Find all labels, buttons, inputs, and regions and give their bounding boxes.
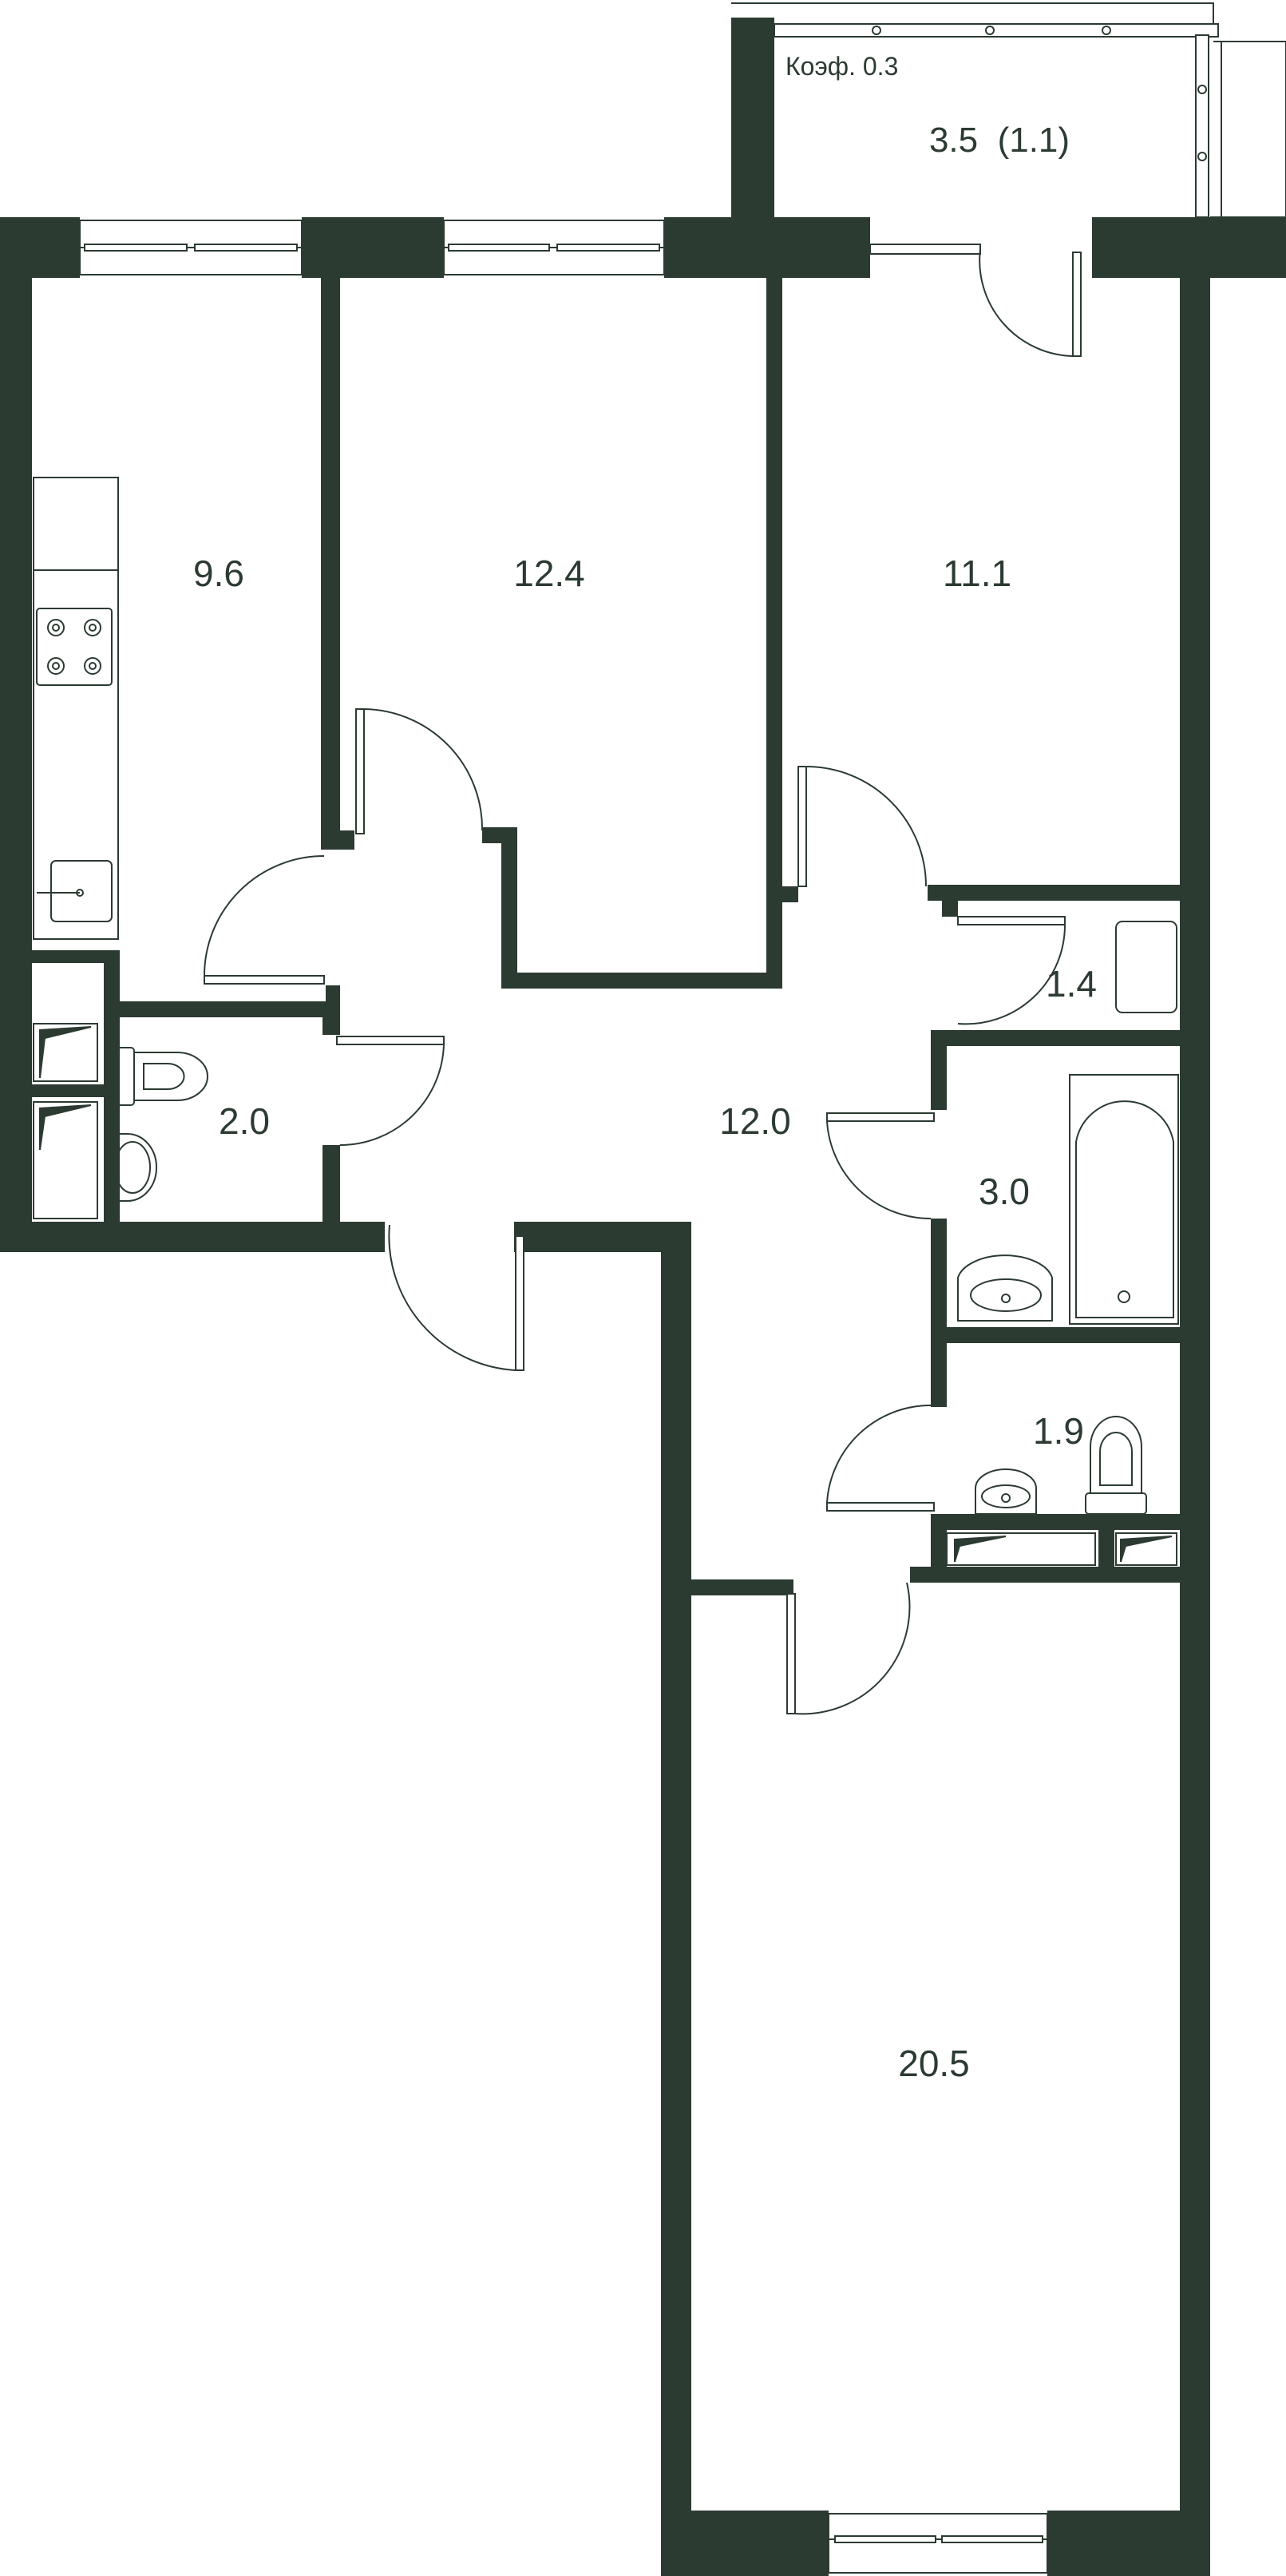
- room-area-bathroom: 3.0: [979, 1171, 1030, 1212]
- wall-kitchen-bottom: [112, 1001, 326, 1017]
- window-icon: [869, 244, 981, 255]
- walls: [0, 18, 1286, 2576]
- wall-bath-left-top: [931, 1030, 947, 1110]
- wall-top-mid-1: [302, 217, 444, 278]
- door-swing-icon: [797, 766, 927, 887]
- kitchen-counter: [33, 477, 119, 940]
- window-icon: [443, 220, 665, 275]
- sink-icon: [975, 1468, 1037, 1515]
- room-area-kitchen: 9.6: [193, 553, 244, 594]
- door-swing-icon: [355, 708, 484, 834]
- closet-icon: [946, 1532, 1096, 1566]
- door-swing-icon: [979, 248, 1082, 357]
- wall-wc-right-stub: [931, 1514, 947, 1578]
- closet-icon: [1115, 1532, 1177, 1566]
- room-area-bedroom-right: 11.1: [943, 553, 1011, 594]
- wall-kitchen-bedroom: [321, 278, 340, 842]
- wall-wc-left-jamb-top: [322, 1017, 340, 1035]
- wall-bath-bottom: [931, 1327, 1180, 1343]
- stove-icon: [36, 608, 113, 686]
- wall-bedroom-notch-v: [501, 827, 517, 987]
- doors: [204, 248, 1082, 1715]
- door-swing-icon: [204, 855, 325, 985]
- door-swing-icon: [826, 1112, 935, 1220]
- wall-hall-living-stub: [784, 1579, 793, 1595]
- closet-icon: [33, 1023, 98, 1082]
- wall-closets-left-shelf: [32, 950, 120, 963]
- windows: [79, 220, 1048, 2574]
- balcony: [731, 2, 1286, 218]
- wall-wc-right-bottom: [931, 1514, 1180, 1530]
- wall-closet-div-1: [32, 1084, 104, 1097]
- labels: Коэф. 0.3 3.5 (1.1) 9.6 12.4 11.1 2.0 12…: [193, 52, 1097, 2084]
- wall-living-bottom-right: [1047, 2511, 1210, 2576]
- wall-left-exterior: [0, 217, 32, 1252]
- wall-kitchen-door-stub: [321, 830, 354, 850]
- wall-wc-right-left: [931, 1343, 947, 1407]
- room-area-storage: 1.4: [1046, 963, 1097, 1005]
- door-swing-icon: [336, 1036, 445, 1146]
- wall-balcony-left: [731, 18, 774, 233]
- balcony-area: 3.5 (1.1): [929, 121, 1070, 160]
- wall-storage-bottom: [931, 1030, 1180, 1046]
- closet-icon: [33, 1101, 98, 1219]
- wall-living-left: [661, 1222, 691, 2576]
- door-swing-icon: [786, 1582, 911, 1715]
- wall-bath-left-bottom: [931, 1219, 947, 1327]
- fixtures: [33, 477, 1179, 1566]
- window-icon: [79, 220, 303, 275]
- room-area-bedroom-left: 12.4: [513, 553, 585, 594]
- toilet-icon: [1085, 1416, 1147, 1515]
- toilet-icon: [113, 1047, 208, 1106]
- balcony-coefficient: Коэф. 0.3: [785, 52, 898, 81]
- kitchen-sink-icon: [37, 860, 113, 922]
- door-swing-icon: [388, 1224, 524, 1371]
- door-swing-icon: [957, 916, 1066, 1025]
- wall-storage-stub: [942, 901, 958, 917]
- wall-bedroom-bottom: [501, 973, 782, 989]
- wall-closet-right-div: [1098, 1530, 1114, 1571]
- wall-right-exterior: [1180, 217, 1210, 2576]
- wall-living-bottom-left: [661, 2511, 829, 2576]
- shelf-icon: [1115, 921, 1177, 1013]
- room-area-wc-left: 2.0: [219, 1100, 270, 1142]
- wall-bedroom-notch-stub: [482, 827, 517, 843]
- wall-bedrooms-divider: [766, 278, 782, 989]
- door-swing-icon: [826, 1404, 935, 1512]
- bathtub-icon: [1069, 1074, 1179, 1325]
- room-area-wc-right: 1.9: [1033, 1410, 1084, 1452]
- wall-hall-living: [691, 1579, 785, 1595]
- wall-bedroom-right-stub: [782, 886, 798, 902]
- room-area-living: 20.5: [898, 2043, 970, 2084]
- wall-bedroom-right-bottom: [928, 885, 1180, 901]
- room-area-hall: 12.0: [719, 1100, 791, 1142]
- wall-wc-left-jamb: [322, 1145, 340, 1222]
- window-icon: [828, 2513, 1048, 2574]
- sink-icon: [113, 1133, 157, 1202]
- sink-icon: [957, 1254, 1053, 1322]
- wall-bottom-left: [0, 1222, 385, 1252]
- wall-closet-right-bottom: [910, 1567, 1180, 1583]
- wall-closets-left-v: [104, 950, 120, 1222]
